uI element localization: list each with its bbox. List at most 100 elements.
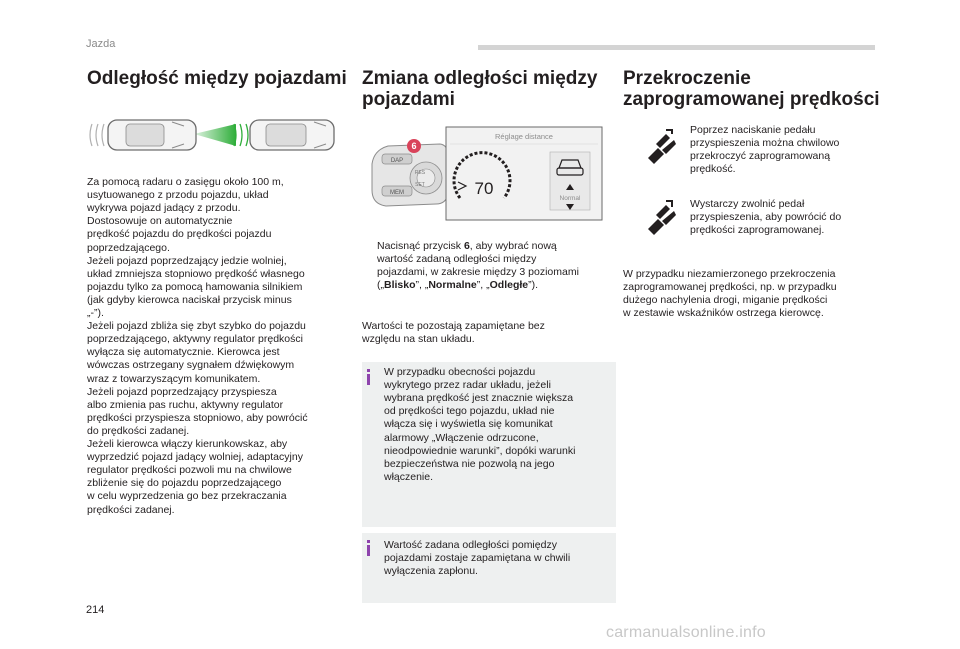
col3-item2-line: prędkości zaprogramowanej. — [690, 224, 825, 237]
col1-line: prędkości zadanej. — [87, 503, 175, 516]
col1-line: prędkość pojazdu do prędkości pojazdu — [87, 228, 272, 241]
radar-beam — [194, 124, 236, 146]
col1-line: prędkości przyspiesza stopniowo, aby pow… — [87, 411, 308, 424]
col1-line: do prędkości zadanej. — [87, 424, 190, 437]
speed-arc — [452, 151, 512, 199]
info-line: nieodpowiednie warunki”, dopóki warunki — [384, 444, 576, 457]
col1-line: Jeżeli kierowca włączy kierunkowskaz, ab… — [87, 438, 288, 450]
radar-illustration — [89, 119, 335, 151]
info-line: Wartość zadana odległości pomiędzy — [384, 539, 557, 551]
col1-line: „-”). — [87, 307, 104, 319]
info-line: W przypadku obecności pojazdu — [384, 366, 536, 378]
info-line: bezpieczeństwa nie pozwolą na jego — [384, 457, 555, 470]
col3-item1-line: przekroczyć zaprogramowaną — [690, 150, 831, 163]
step-line-4: („Blisko”, „Normalne”, „Odległe”). — [377, 279, 538, 292]
info-line: pojazdami zostaje zapamiętana w chwili — [384, 552, 571, 565]
header-bar — [478, 45, 875, 50]
col3-item2-line: przyspieszenia, aby powrócić do — [690, 211, 842, 224]
leading-vehicle-icon — [249, 119, 335, 151]
option-close: Blisko — [384, 279, 416, 292]
info-icon — [367, 369, 370, 385]
col1-line: Za pomocą radaru o zasięgu około 100 m, — [87, 176, 284, 188]
section-label: Jazda — [86, 38, 116, 50]
col3-item1-line: przyspieszenia można chwilowo — [690, 137, 840, 150]
step-text: ”). — [528, 279, 539, 292]
col1-line: wraz z towarzyszącym komunikatem. — [87, 372, 261, 385]
col1-line: zbliżenie się do pojazdu poprzedzającego — [87, 477, 282, 490]
col1-line: Jeżeli pojazd poprzedzający przyspiesza — [87, 385, 277, 398]
accelerator-pedal-press-icon — [648, 129, 676, 164]
watermark: carmanualsonline.info — [606, 624, 766, 641]
col1-line: poprzedzającego, aktywny regulator prędk… — [87, 333, 303, 346]
step-line-1: Nacisnąć przycisk 6, aby wybrać nową — [377, 240, 557, 253]
info-line: wybrana prędkość jest znacznie większa — [384, 392, 574, 405]
option-far: Odległe — [489, 279, 529, 292]
arrow-mark-icon — [457, 181, 468, 191]
info-box-ignition: Wartość zadana odległości pomiędzy pojaz… — [362, 533, 616, 603]
cruise-control-stalk: DAP MEM RES SET — [371, 143, 449, 207]
info-line: alarmowy „Włączenie odrzucone, — [384, 431, 539, 444]
callout-badge — [407, 139, 421, 153]
step-button-ref: 6 — [463, 240, 470, 252]
col3-title: Przekroczenie zaprogramowanej prędkości — [623, 68, 880, 110]
stalk-label-res: RES — [415, 170, 426, 176]
up-arrow-icon — [566, 184, 574, 190]
display-screen: Réglage distance 70 Normal — [445, 126, 603, 221]
step-text: Nacisnąć przycisk — [377, 240, 464, 252]
screen-title: Réglage distance — [495, 132, 553, 141]
col3-title-line2: zaprogramowanej prędkości — [623, 89, 880, 110]
col3-paragraph-line: zaprogramowanej prędkości, np. w przypad… — [623, 281, 837, 294]
down-arrow-icon — [566, 204, 574, 210]
col1-line: wyłącza się automatycznie. Kierowca jest — [87, 346, 280, 359]
step-text: ”, „ — [476, 279, 490, 292]
col1-line: wówczas ostrzegany sygnałem dźwiękowym — [87, 359, 295, 372]
col3-item1-line: Poprzez naciskanie pedału — [690, 124, 816, 136]
option-normal: Normalne — [428, 279, 477, 292]
col1-line: poprzedzającego. — [87, 241, 170, 254]
col1-line: układ zmniejsza stopniowo prędkość własn… — [87, 267, 305, 280]
info-line: od prędkości tego pojazdu, układ nie — [384, 405, 555, 418]
col3-paragraph-line: W przypadku niezamierzonego przekroczeni… — [623, 268, 836, 280]
step-text: , aby wybrać nową — [469, 240, 557, 252]
step-text: („ — [377, 279, 384, 292]
info-icon — [367, 540, 370, 556]
col2-title-line1: Zmiana odległości między — [362, 68, 598, 89]
col1-line: wyprzedzić pojazd jadący wolniej, adapta… — [87, 451, 303, 464]
stalk-label-set: SET — [415, 182, 425, 188]
step-line-3: pojazdami, w zakresie między 3 poziomami — [377, 266, 579, 279]
step-text: ”, „ — [415, 279, 429, 292]
col1-line: (jak gdyby kierowca naciskał przycisk mi… — [87, 293, 292, 306]
col3-paragraph-line: w zestawie wskaźników ostrzega kierowcę. — [623, 307, 824, 320]
callout-number: 6 — [411, 141, 416, 151]
col1-line: Jeżeli pojazd poprzedzający jedzie wolni… — [87, 254, 287, 267]
col1-title: Odległość między pojazdami — [87, 68, 347, 89]
col3-paragraph-line: dużego nachylenia drogi, miganie prędkoś… — [623, 294, 828, 307]
col1-line: albo zmienia pas ruchu, aktywny regulato… — [87, 398, 284, 411]
car-front-icon — [556, 159, 584, 176]
col1-line: w celu wyprzedzenia go bez przekraczania — [87, 490, 287, 503]
col2-title-line2: pojazdami — [362, 89, 455, 110]
info-line: wyłączenia zapłonu. — [384, 565, 478, 578]
rear-waves-icon — [89, 123, 105, 147]
col1-line: Jeżeli pojazd zbliża się zbyt szybko do … — [87, 320, 306, 333]
stalk-label-dap: DAP — [391, 158, 403, 164]
stalk-label-mem: MEM — [390, 190, 404, 196]
col1-line: regulator prędkości pozwoli mu na chwilo… — [87, 464, 292, 477]
info-line: wykrytego przez radar układu, jeżeli — [384, 379, 551, 392]
saved-note-line: względu na stan układu. — [362, 333, 475, 346]
col3-title-line1: Przekroczenie — [623, 68, 751, 89]
col2-title: Zmiana odległości między pojazdami — [362, 68, 597, 110]
col3-item2-line: Wystarczy zwolnić pedał — [690, 198, 805, 210]
info-line: włączenie. — [384, 470, 434, 483]
saved-note-line: Wartości te pozostają zapamiętane bez — [362, 320, 545, 332]
col1-line: pojazdu tylko za pomocą hamowania silnik… — [87, 280, 303, 293]
own-car-icon — [107, 119, 197, 151]
steering-stalk-figure: DAP MEM RES SET 6 Réglage distance 70 No… — [371, 126, 603, 221]
col1-line: usytuowanego z przodu pojazdu, układ — [87, 189, 269, 202]
accelerator-pedal-release-icon — [648, 200, 676, 235]
col1-line: wykrywa pojazd jadący z przodu. — [87, 202, 241, 215]
step-line-2: wartość zadaną odległości między — [377, 253, 537, 266]
info-line: włącza się i wyświetla się komunikat — [384, 418, 553, 431]
col3-item1-line: prędkość. — [690, 163, 736, 176]
mode-label: Normal — [560, 195, 582, 202]
